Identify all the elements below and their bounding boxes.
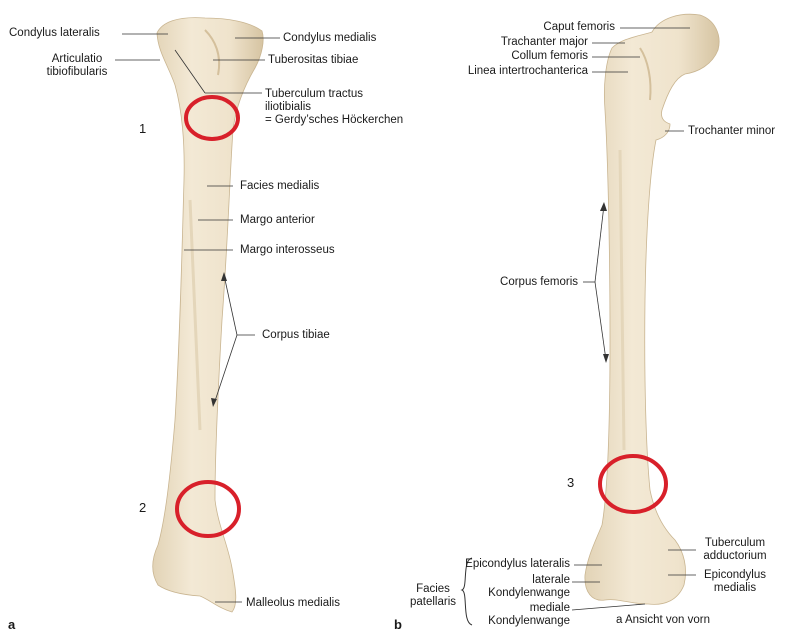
label-epicondylus-medialis: Epicondylus medialis [695, 569, 775, 595]
label-mediale-line1: mediale [529, 602, 570, 614]
label-malleolus-medialis: Malleolus medialis [246, 597, 340, 609]
label-mediale-line2: Kondylenwange [488, 615, 570, 627]
marker-ring-3 [598, 454, 668, 514]
label-corpus-tibiae: Corpus tibiae [262, 329, 330, 341]
label-caput-femoris: Caput femoris [543, 21, 615, 33]
label-articulatio-tibiofibularis: Articulatio tibiofibularis [42, 53, 112, 79]
tibia-leader-lines [115, 33, 280, 603]
femur-arrowheads [600, 202, 609, 363]
label-epicondylus-lateralis: Epicondylus lateralis [465, 558, 570, 570]
marker-number-3: 3 [567, 475, 575, 490]
label-corpus-femoris: Corpus femoris [500, 276, 578, 288]
label-facies-line2: patellaris [409, 596, 457, 608]
label-tuberculum-line2: iliotibialis [265, 101, 312, 113]
tibia-arrowheads [211, 272, 227, 407]
label-linea-intertrochanterica: Linea intertrochanterica [467, 65, 588, 77]
femur-neck-shade [639, 47, 652, 101]
panel-label-a: a [8, 617, 16, 632]
label-mediale-kondylenwange: mediale Kondylenwange [480, 602, 570, 628]
tibia-tuberosity-shade [204, 29, 221, 76]
label-laterale-line1: laterale [532, 574, 570, 586]
marker-number-1: 1 [139, 121, 147, 136]
label-epicondylus-medialis-line2: medialis [713, 582, 757, 594]
marker-number-2: 2 [139, 500, 147, 515]
label-collum-femoris: Collum femoris [511, 50, 588, 62]
label-tuberculum-adductorium: Tuberculum adductorium [695, 537, 775, 563]
label-laterale-kondylenwange: laterale Kondylenwange [480, 574, 570, 600]
label-tuberculum-adductorium-line2: adductorium [703, 550, 767, 562]
label-margo-interosseus: Margo interosseus [240, 244, 335, 256]
label-trochanter-major: Trachanter major [500, 36, 588, 48]
caption-ansicht-von-vorn: a Ansicht von vorn [616, 614, 710, 626]
femur-shaft-highlight [618, 149, 626, 451]
label-laterale-line2: Kondylenwange [488, 587, 570, 599]
facies-brace [460, 557, 473, 626]
label-facies-medialis: Facies medialis [240, 180, 320, 192]
label-facies-patellaris: Facies patellaris [405, 583, 461, 609]
label-margo-anterior: Margo anterior [240, 214, 315, 226]
marker-ring-1 [184, 95, 240, 141]
label-tuberculum-line1: Tuberculum tractus [265, 88, 363, 100]
label-tuberositas-tibiae: Tuberositas tibiae [268, 54, 359, 66]
label-tuberculum-tractus: Tuberculum tractus iliotibialis = Gerdy’… [265, 88, 403, 127]
label-articulatio-line2: tibiofibularis [46, 66, 108, 78]
label-articulatio-line1: Articulatio [51, 53, 103, 65]
tibia-bone [152, 17, 264, 613]
label-condylus-lateralis: Condylus lateralis [9, 27, 100, 39]
femur-leader-lines [571, 27, 696, 611]
label-epicondylus-medialis-line1: Epicondylus [703, 569, 766, 581]
label-condylus-medialis: Condylus medialis [283, 32, 377, 44]
label-facies-line1: Facies [416, 583, 450, 595]
femur-bone [584, 13, 720, 605]
label-tuberculum-line3: = Gerdy’sches Höckerchen [265, 114, 404, 126]
label-tuberculum-adductorium-line1: Tuberculum [704, 537, 766, 549]
tibia-shaft-highlight [188, 199, 202, 431]
label-trochanter-minor: Trochanter minor [688, 125, 776, 137]
marker-rings [175, 95, 668, 538]
panel-label-b: b [394, 617, 402, 632]
marker-ring-2 [175, 480, 241, 538]
